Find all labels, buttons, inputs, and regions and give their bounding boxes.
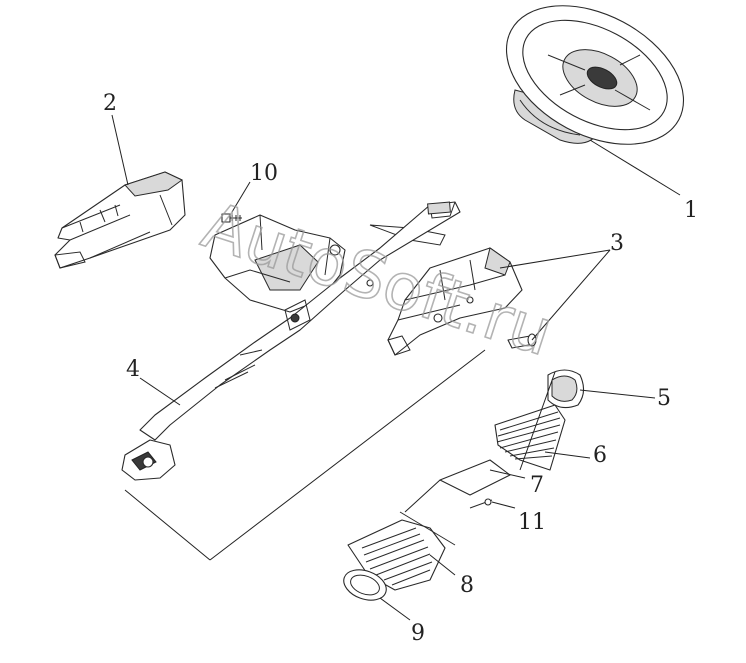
lower-column-shroud-part	[387, 247, 523, 356]
steering-column-shaft-part	[121, 201, 461, 481]
callout-5: 5	[657, 386, 671, 411]
callout-11: 11	[518, 510, 546, 535]
callout-10: 10	[250, 161, 278, 186]
leader-lines	[111, 114, 681, 621]
steering-wheel-part	[505, 5, 685, 145]
callout-3: 3	[610, 231, 624, 256]
mounting-bracket-part	[209, 214, 446, 313]
sealing-plate-part	[439, 459, 511, 496]
callout-1: 1	[684, 198, 698, 223]
callout-6: 6	[593, 443, 607, 468]
upper-boot-bellows-part	[494, 404, 566, 471]
boot-cap-part	[547, 369, 585, 409]
callout-9: 9	[411, 621, 425, 646]
callout-4: 4	[126, 357, 140, 382]
callout-7: 7	[530, 473, 544, 498]
clip-part	[469, 498, 493, 509]
retaining-ring-part	[343, 569, 387, 601]
bolt-part	[221, 213, 242, 223]
callout-8: 8	[460, 573, 474, 598]
callout-2: 2	[103, 91, 117, 116]
upper-column-shroud-part	[54, 171, 186, 269]
